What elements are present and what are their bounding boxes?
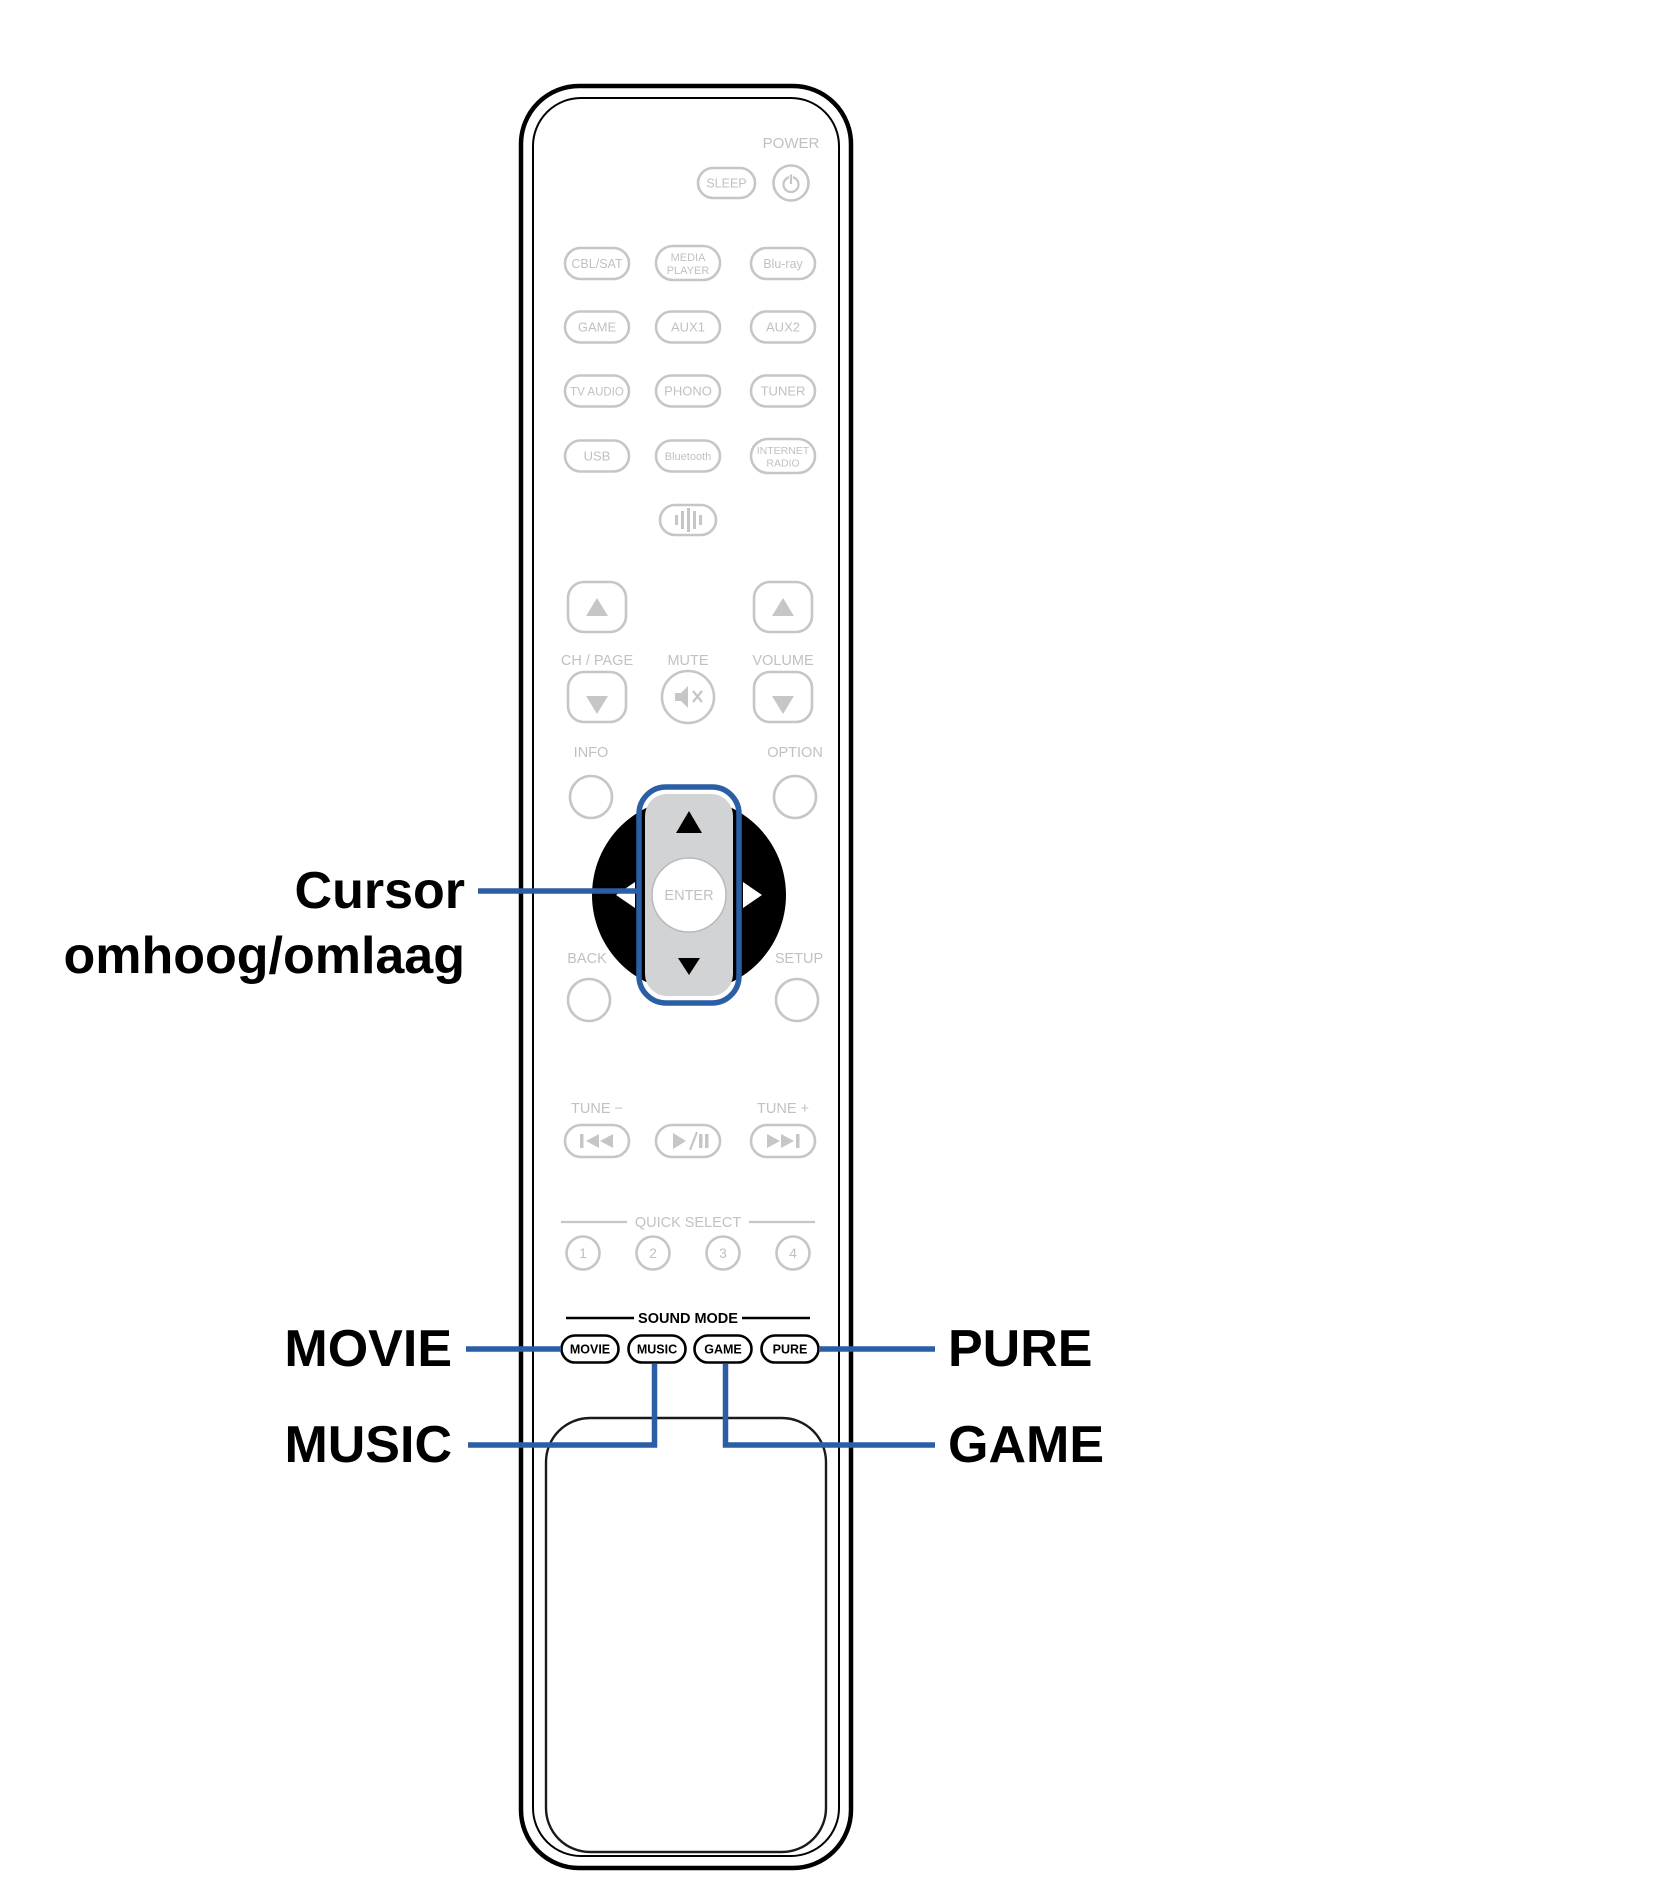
volume-up-icon bbox=[772, 598, 794, 616]
sleep-button bbox=[696, 166, 757, 200]
tune-minus-label: TUNE − bbox=[571, 1101, 623, 1117]
info-button bbox=[568, 774, 614, 820]
enter-button bbox=[651, 857, 727, 933]
power-label: POWER bbox=[763, 135, 820, 152]
ch-page-up-icon bbox=[586, 598, 608, 616]
blu-ray-button bbox=[749, 246, 817, 281]
setup-button bbox=[774, 977, 820, 1023]
sound-mode-label: SOUND MODE bbox=[638, 1311, 738, 1327]
internet-radio-label-line2: RADIO bbox=[766, 458, 799, 470]
quick-select-3-button bbox=[705, 1235, 741, 1271]
game-button-label: GAME bbox=[704, 1343, 742, 1357]
quick-select-2-button bbox=[635, 1235, 671, 1271]
option-button bbox=[772, 774, 818, 820]
phono-button bbox=[654, 374, 722, 408]
game-input-label: GAME bbox=[578, 320, 617, 335]
bluetooth-button bbox=[654, 439, 722, 473]
cursor-callout-label-line1: Cursor bbox=[295, 862, 465, 920]
cursor-up-icon bbox=[676, 811, 702, 833]
quick-select-label: QUICK SELECT bbox=[635, 1215, 741, 1231]
skip-forward-icon bbox=[767, 1134, 800, 1148]
aux1-label: AUX1 bbox=[671, 320, 705, 335]
music-button bbox=[627, 1334, 687, 1364]
tuner-button bbox=[749, 374, 817, 408]
channel-level-icon bbox=[675, 508, 702, 532]
cursor-callout-label-line2: omhoog/omlaag bbox=[63, 927, 465, 985]
cursor-updown-highlight-outline bbox=[636, 784, 742, 1006]
aux2-button bbox=[749, 310, 817, 344]
sleep-button-label: SLEEP bbox=[706, 177, 746, 191]
power-icon bbox=[782, 173, 800, 194]
internet-radio-button bbox=[749, 437, 817, 475]
tv-audio-label: TV AUDIO bbox=[570, 387, 624, 399]
back-label: BACK bbox=[567, 951, 607, 967]
ch-page-label: CH / PAGE bbox=[561, 653, 634, 669]
bluetooth-label: Bluetooth bbox=[665, 451, 711, 463]
play-pause-button bbox=[654, 1123, 722, 1159]
media-player-label-line2: PLAYER bbox=[667, 265, 710, 277]
usb-button bbox=[563, 439, 631, 473]
phono-label: PHONO bbox=[664, 384, 712, 399]
quick-select-1-button bbox=[565, 1235, 601, 1271]
game-input-button bbox=[563, 310, 631, 344]
ch-page-down-icon bbox=[586, 696, 608, 714]
cbl-sat-button bbox=[563, 246, 631, 281]
info-label: INFO bbox=[574, 745, 609, 761]
skip-back-icon bbox=[580, 1134, 613, 1148]
back-button bbox=[566, 977, 612, 1023]
media-player-button bbox=[654, 244, 722, 282]
mute-icon bbox=[675, 686, 703, 708]
quick-select-1-label: 1 bbox=[579, 1245, 587, 1261]
quick-select-3-label: 3 bbox=[719, 1245, 727, 1261]
pure-button-label: PURE bbox=[773, 1343, 808, 1357]
enter-label: ENTER bbox=[664, 888, 713, 904]
bottom-panel-outline bbox=[544, 1416, 828, 1854]
cursor-down-icon bbox=[678, 958, 700, 975]
cursor-right-icon bbox=[743, 882, 762, 908]
movie-callout-label: MOVIE bbox=[284, 1320, 452, 1378]
remote-inner-outline bbox=[532, 97, 840, 1857]
cbl-sat-label: CBL/SAT bbox=[571, 257, 623, 271]
game-callout-line bbox=[722, 1364, 935, 1448]
quick-select-4-label: 4 bbox=[789, 1245, 797, 1261]
tuner-label: TUNER bbox=[761, 384, 806, 399]
game-callout-label: GAME bbox=[948, 1416, 1104, 1474]
internet-radio-label-line1: INTERNET bbox=[757, 445, 810, 457]
volume-label: VOLUME bbox=[752, 653, 814, 669]
option-label: OPTION bbox=[767, 745, 823, 761]
quick-select-4-button bbox=[775, 1235, 811, 1271]
usb-label: USB bbox=[584, 449, 611, 464]
pure-button bbox=[760, 1334, 820, 1364]
music-callout-line bbox=[468, 1364, 658, 1448]
game-button bbox=[693, 1334, 753, 1364]
volume-down-icon bbox=[772, 696, 794, 714]
blu-ray-label: Blu-ray bbox=[763, 257, 803, 271]
play-pause-icon bbox=[673, 1131, 709, 1151]
pure-callout-label: PURE bbox=[948, 1320, 1092, 1378]
quick-select-2-label: 2 bbox=[649, 1245, 657, 1261]
aux2-label: AUX2 bbox=[766, 320, 800, 335]
music-button-label: MUSIC bbox=[637, 1343, 677, 1357]
tv-audio-button bbox=[563, 374, 631, 408]
tune-plus-label: TUNE + bbox=[757, 1101, 809, 1117]
aux1-button bbox=[654, 310, 722, 344]
music-callout-label: MUSIC bbox=[284, 1416, 452, 1474]
media-player-label-line1: MEDIA bbox=[671, 252, 707, 264]
movie-button bbox=[560, 1334, 620, 1364]
setup-label: SETUP bbox=[775, 951, 823, 967]
mute-label: MUTE bbox=[667, 653, 708, 669]
movie-button-label: MOVIE bbox=[570, 1343, 610, 1357]
